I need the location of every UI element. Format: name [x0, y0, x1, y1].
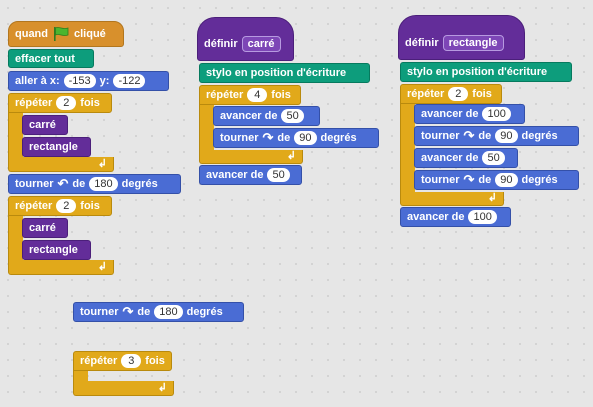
repeat-count-input[interactable]: 2	[56, 96, 77, 110]
repeat-block[interactable]: répéter 2 fois	[8, 196, 112, 216]
repeat-footer: ↲	[400, 192, 504, 206]
repeat-footer: ↲	[8, 157, 114, 172]
define-carre-hat[interactable]: définir carré	[197, 17, 294, 61]
custom-block-rectangle[interactable]: rectangle	[22, 240, 91, 260]
repeat-block[interactable]: répéter 2 fois	[400, 84, 502, 104]
custom-block-carre[interactable]: carré	[22, 115, 68, 135]
custom-block-carre[interactable]: carré	[22, 218, 68, 238]
repeat-body	[400, 104, 415, 192]
repeat-footer: ↲	[73, 381, 174, 396]
repeat-footer: ↲	[199, 150, 303, 164]
pen-down-block[interactable]: stylo en position d'écriture	[400, 62, 572, 82]
move-forward-block[interactable]: avancer de 100	[414, 104, 525, 124]
steps-input[interactable]: 100	[482, 107, 511, 121]
loop-arrow-icon: ↲	[157, 382, 167, 394]
turn-right-block[interactable]: tourner ↷ de 90 degrés	[414, 170, 579, 190]
clear-block[interactable]: effacer tout	[8, 49, 94, 68]
rotate-right-icon: ↷	[463, 172, 475, 187]
move-forward-block[interactable]: avancer de 50	[199, 165, 302, 185]
repeat-body	[8, 216, 23, 260]
define-name-rectangle[interactable]: rectangle	[442, 34, 504, 51]
repeat-count-input[interactable]: 3	[121, 354, 142, 368]
repeat-count-input[interactable]: 4	[247, 88, 268, 102]
repeat-body	[73, 371, 88, 381]
repeat-block[interactable]: répéter 3 fois	[73, 351, 172, 371]
move-forward-block[interactable]: avancer de 50	[414, 148, 518, 168]
loop-arrow-icon: ↲	[97, 261, 107, 273]
degrees-input[interactable]: 90	[495, 129, 518, 143]
steps-input[interactable]: 50	[267, 168, 290, 182]
loop-arrow-icon: ↲	[487, 192, 497, 204]
move-forward-block[interactable]: avancer de 100	[400, 207, 511, 227]
pen-down-block[interactable]: stylo en position d'écriture	[199, 63, 370, 83]
green-flag-icon	[54, 27, 69, 41]
repeat-count-input[interactable]: 2	[56, 199, 77, 213]
turn-right-block[interactable]: tourner ↷ de 90 degrés	[213, 128, 379, 148]
repeat-block[interactable]: répéter 2 fois	[8, 93, 112, 113]
rotate-right-icon: ↷	[463, 128, 475, 143]
steps-input[interactable]: 100	[468, 210, 497, 224]
turn-right-block[interactable]: tourner ↷ de 90 degrés	[414, 126, 579, 146]
turn-left-block[interactable]: tourner ↶ de 180 degrés	[8, 174, 181, 194]
custom-block-rectangle[interactable]: rectangle	[22, 137, 91, 157]
when-flag-clicked-hat[interactable]: quand cliqué	[8, 21, 124, 47]
degrees-input[interactable]: 90	[294, 131, 317, 145]
repeat-body	[8, 113, 23, 157]
turn-right-block[interactable]: tourner ↷ de 180 degrés	[73, 302, 244, 322]
repeat-body	[199, 105, 214, 150]
repeat-block[interactable]: répéter 4 fois	[199, 85, 301, 105]
steps-input[interactable]: 50	[281, 109, 304, 123]
loop-arrow-icon: ↲	[97, 158, 107, 170]
rotate-right-icon: ↷	[262, 130, 274, 145]
degrees-input[interactable]: 180	[89, 177, 118, 191]
repeat-count-input[interactable]: 2	[448, 87, 469, 101]
rotate-right-icon: ↷	[122, 304, 134, 319]
loop-arrow-icon: ↲	[286, 150, 296, 162]
x-input[interactable]: -153	[63, 74, 96, 88]
degrees-input[interactable]: 90	[495, 173, 518, 187]
define-rectangle-hat[interactable]: définir rectangle	[398, 15, 525, 60]
repeat-footer: ↲	[8, 260, 114, 275]
y-input[interactable]: -122	[113, 74, 146, 88]
define-name-carre[interactable]: carré	[241, 36, 281, 52]
move-forward-block[interactable]: avancer de 50	[213, 106, 320, 126]
degrees-input[interactable]: 180	[154, 305, 183, 319]
rotate-left-icon: ↶	[57, 176, 69, 191]
steps-input[interactable]: 50	[482, 151, 505, 165]
goto-xy-block[interactable]: aller à x: -153 y: -122	[8, 71, 169, 91]
